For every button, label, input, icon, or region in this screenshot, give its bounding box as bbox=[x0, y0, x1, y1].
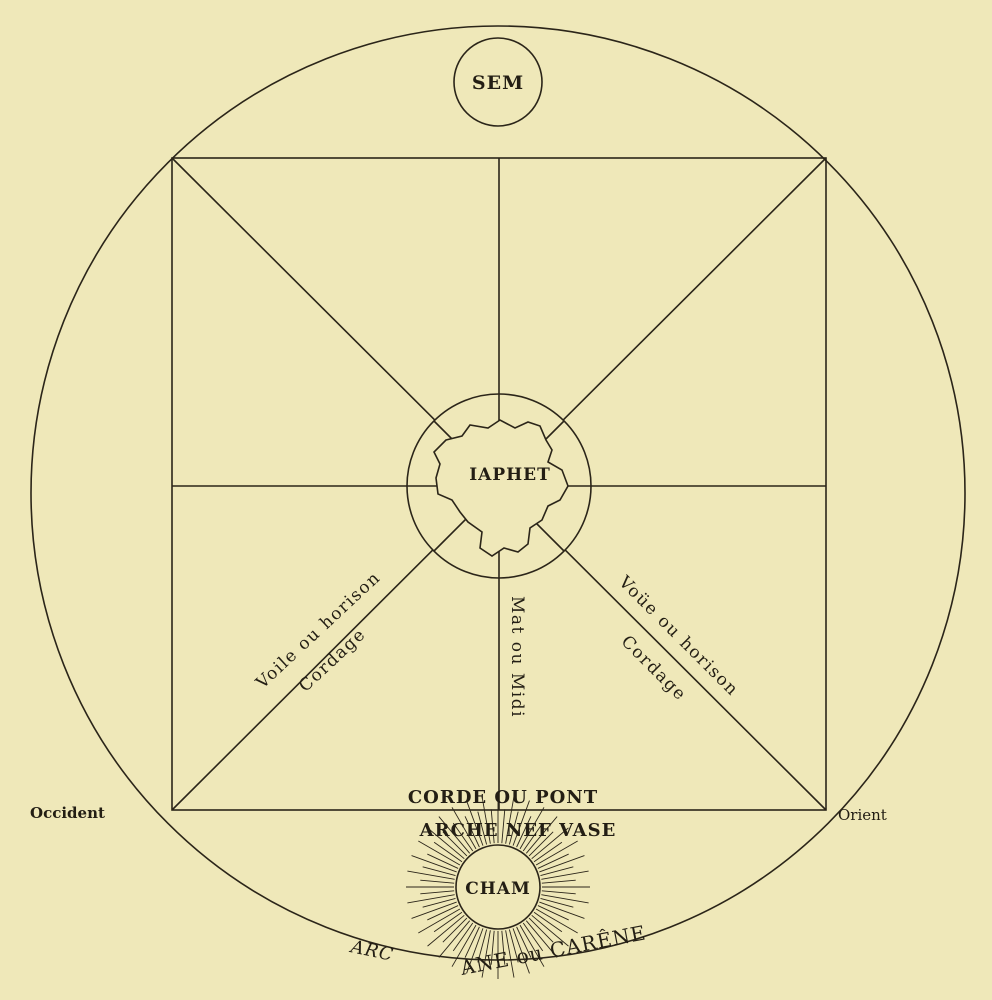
sun-ray bbox=[533, 841, 563, 863]
sun-ray bbox=[427, 853, 459, 869]
sun-ray bbox=[505, 796, 515, 844]
sun-ray bbox=[501, 809, 506, 844]
sun-ray bbox=[490, 930, 495, 965]
sun-ray bbox=[539, 901, 585, 919]
sun-ray bbox=[541, 870, 589, 880]
label-corde-ou-pont: CORDE OU PONT bbox=[408, 787, 598, 808]
sun-ray bbox=[512, 928, 530, 974]
sun-ray bbox=[418, 908, 461, 934]
cham-circle bbox=[455, 844, 541, 930]
label-sem: SEM bbox=[472, 72, 524, 94]
sun-ray bbox=[539, 855, 585, 873]
sun-ray bbox=[540, 897, 574, 908]
sun-ray bbox=[537, 905, 569, 921]
sun-ray bbox=[427, 905, 459, 921]
sun-ray bbox=[540, 866, 574, 877]
sun-ray bbox=[442, 831, 468, 857]
sun-ray bbox=[541, 894, 589, 904]
sun-ray bbox=[433, 911, 463, 933]
sun-ray bbox=[452, 922, 474, 952]
sun-ray bbox=[477, 811, 488, 845]
sun-ray bbox=[407, 870, 455, 880]
label-arche-nef-vase: ARCHE NEF VASE bbox=[419, 820, 617, 841]
sun-ray bbox=[531, 914, 569, 947]
label-ane-ou-carene: ANE ou CARÊNE bbox=[457, 920, 648, 980]
sun-ray bbox=[452, 822, 474, 852]
label-arc: ARC bbox=[347, 936, 396, 966]
sun-ray bbox=[481, 930, 491, 978]
sun-ray bbox=[438, 816, 471, 854]
sun-ray bbox=[481, 796, 491, 844]
sun-ray bbox=[411, 855, 457, 873]
sun-ray bbox=[531, 827, 569, 860]
sun-ray bbox=[525, 920, 558, 958]
label-vertical-axis: Mat ou Midi bbox=[507, 596, 527, 718]
sun-ray bbox=[535, 840, 578, 866]
sun-ray bbox=[535, 908, 578, 934]
sun-ray bbox=[427, 827, 465, 860]
sun-ray bbox=[490, 809, 495, 844]
sun-ray bbox=[528, 917, 554, 943]
sun-ray bbox=[407, 894, 455, 904]
sun-ray bbox=[528, 831, 554, 857]
sun-ray bbox=[433, 841, 463, 863]
sun-ray bbox=[451, 924, 477, 967]
sun-ray bbox=[519, 807, 545, 850]
sun-ray bbox=[541, 879, 576, 884]
sun-ray bbox=[420, 879, 455, 884]
sun-ray bbox=[508, 811, 519, 845]
label-occident: Occident bbox=[30, 804, 105, 822]
sun-ray bbox=[522, 922, 544, 952]
sun-ray bbox=[525, 816, 558, 854]
sun-ray bbox=[512, 800, 530, 846]
sun-ray bbox=[516, 926, 532, 958]
sun-ray bbox=[537, 853, 569, 869]
sem-circle bbox=[453, 37, 543, 127]
sun-ray bbox=[451, 807, 477, 850]
sun-ray bbox=[519, 924, 545, 967]
sun-ray bbox=[420, 890, 455, 895]
sun-ray bbox=[422, 897, 456, 908]
sun-ray bbox=[466, 928, 484, 974]
sun-ray bbox=[466, 800, 484, 846]
sun-ray bbox=[427, 914, 465, 947]
sun-ray bbox=[422, 866, 456, 877]
sun-ray bbox=[541, 890, 576, 895]
sun-ray bbox=[438, 920, 471, 958]
sun-ray bbox=[508, 929, 519, 963]
sun-ray bbox=[411, 901, 457, 919]
sun-ray bbox=[464, 816, 480, 848]
sun-ray bbox=[505, 930, 515, 978]
label-orient: Orient bbox=[838, 806, 887, 824]
sun-rays bbox=[406, 795, 590, 979]
sun-ray bbox=[522, 822, 544, 852]
sun-ray bbox=[418, 840, 461, 866]
sun-ray bbox=[501, 930, 506, 965]
label-iaphet: IAPHET bbox=[469, 465, 551, 485]
sun-ray bbox=[516, 816, 532, 848]
landmass-outline bbox=[433, 419, 569, 557]
sun-ray bbox=[477, 929, 488, 963]
sun-ray bbox=[464, 926, 480, 958]
sun-ray bbox=[442, 917, 468, 943]
label-cham: CHAM bbox=[465, 879, 531, 899]
sun-ray bbox=[533, 911, 563, 933]
